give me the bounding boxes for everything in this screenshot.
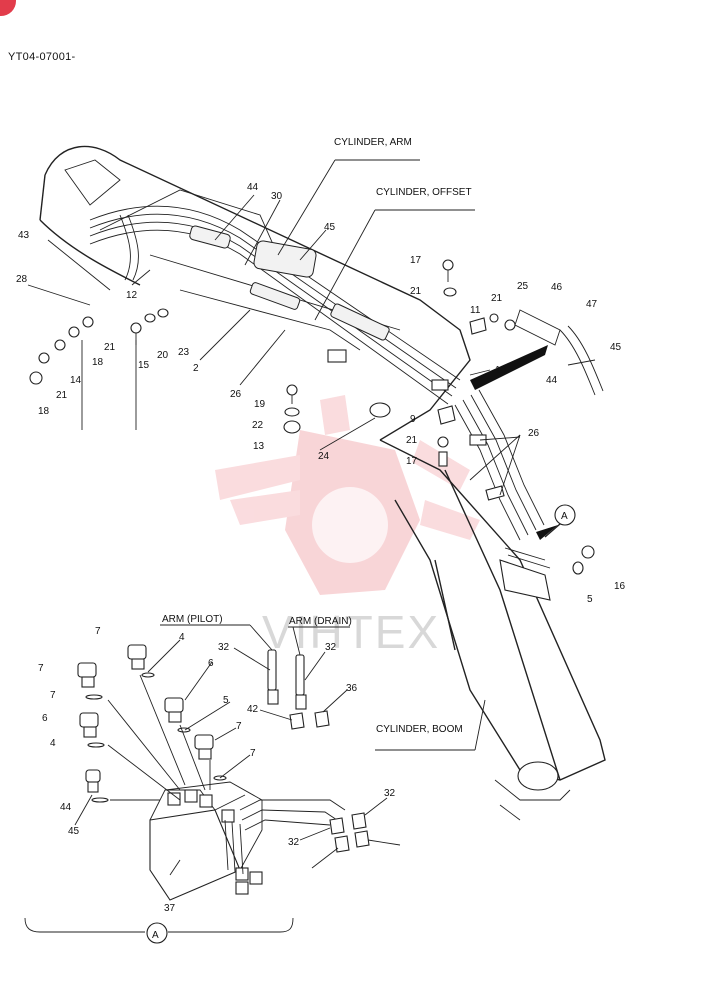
- caption-arm-pilot: ARM (PILOT): [162, 614, 223, 625]
- callout-label: 21: [491, 293, 503, 304]
- boom-arm-assembly: [27, 145, 606, 821]
- callout-label: 43: [18, 230, 30, 241]
- callout-label: 32: [325, 642, 337, 653]
- callout-label: 7: [250, 748, 256, 759]
- captions: CYLINDER, ARM CYLINDER, OFFSET CYLINDER,…: [152, 137, 568, 941]
- callout-label: 22: [252, 420, 264, 431]
- callout-label: 7: [50, 690, 56, 701]
- callout-label: 32: [384, 788, 396, 799]
- callout-label: 21: [56, 390, 68, 401]
- callout-label: 18: [38, 406, 50, 417]
- view-marker-lower: A: [152, 930, 159, 941]
- callout-label: 14: [70, 375, 82, 386]
- callout-label: 5: [587, 594, 593, 605]
- callout-label: 11: [470, 305, 481, 316]
- callout-label: 21: [406, 435, 418, 446]
- callout-label: 45: [324, 222, 336, 233]
- callout-label: 7: [38, 663, 44, 674]
- callout-label: 21: [410, 286, 422, 297]
- callout-label: 32: [288, 837, 300, 848]
- callout-label: 26: [528, 428, 540, 439]
- callout-label: 26: [230, 389, 242, 400]
- callout-label: 32: [218, 642, 230, 653]
- callout-label: 36: [346, 683, 358, 694]
- caption-arm-drain: ARM (DRAIN): [289, 616, 352, 627]
- callout-label: 15: [138, 360, 150, 371]
- callout-label: 21: [104, 342, 116, 353]
- callout-label: 13: [253, 441, 265, 452]
- callout-label: 19: [254, 399, 266, 410]
- callout-label: 24: [318, 451, 330, 462]
- callout-label: 23: [178, 347, 190, 358]
- callout-label: 30: [271, 191, 283, 202]
- callout-label: 42: [247, 704, 259, 715]
- callout-label: 45: [610, 342, 622, 353]
- callout-label: 25: [517, 281, 529, 292]
- callout-label: 4: [50, 738, 56, 749]
- caption-cylinder-arm: CYLINDER, ARM: [334, 137, 412, 148]
- callout-label: 47: [586, 299, 598, 310]
- callout-label: 7: [95, 626, 101, 637]
- callout-label: 17: [410, 255, 422, 266]
- watermark-logo: [215, 395, 480, 595]
- callout-label: 10: [495, 365, 507, 376]
- callout-label: 45: [68, 826, 80, 837]
- callout-label: 46: [551, 282, 563, 293]
- document-code: YT04-07001-: [8, 51, 76, 63]
- callout-label: 44: [546, 375, 558, 386]
- callout-label: 20: [157, 350, 169, 361]
- callout-label: 28: [16, 274, 28, 285]
- caption-cylinder-boom: CYLINDER, BOOM: [376, 724, 463, 735]
- callout-label: 6: [208, 658, 214, 669]
- callout-label: 4: [179, 632, 185, 643]
- callout-label: 18: [92, 357, 104, 368]
- watermark-text: VIHTEX: [262, 606, 440, 658]
- callout-label: 12: [126, 290, 138, 301]
- callout-label: 17: [406, 456, 418, 467]
- callout-label: 5: [223, 695, 229, 706]
- callout-label: 7: [236, 721, 242, 732]
- caption-cylinder-offset: CYLINDER, OFFSET: [376, 187, 472, 198]
- detail-view-a: [24, 624, 401, 944]
- callout-numbers: 43 28 12 44 30 45 17 21 11 21 25 46 47 4…: [16, 182, 626, 914]
- callout-label: 44: [247, 182, 259, 193]
- callout-label: 9: [410, 414, 416, 425]
- callout-label: 2: [193, 363, 199, 374]
- callout-label: 44: [60, 802, 72, 813]
- callout-label: 16: [614, 581, 626, 592]
- callout-label: 6: [42, 713, 48, 724]
- callout-label: 37: [164, 903, 176, 914]
- view-marker-upper: A: [561, 511, 568, 522]
